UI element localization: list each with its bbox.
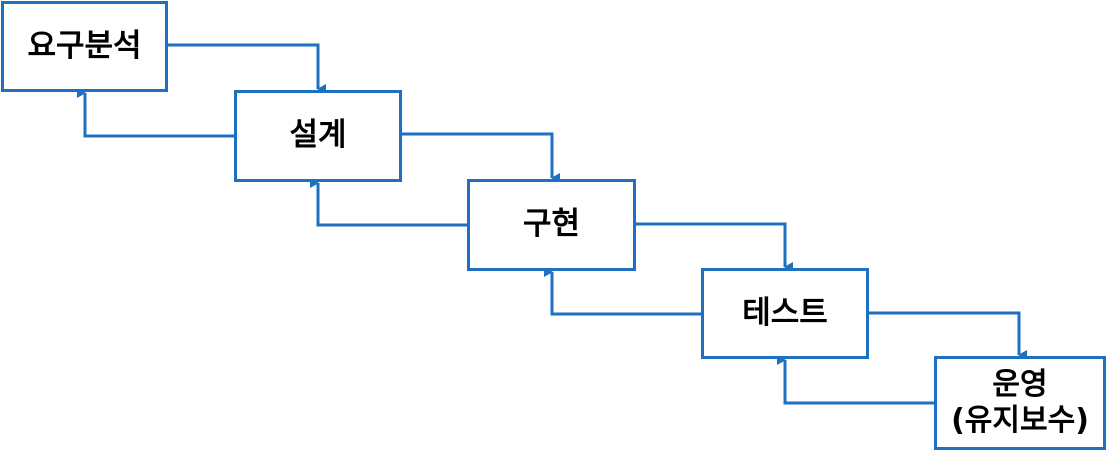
stage-implementation-box: 구현: [467, 179, 636, 271]
stage-implementation-label: 구현: [522, 206, 581, 243]
arrow-design-to-implementation: [402, 132, 560, 183]
stage-test-box: 테스트: [701, 268, 869, 359]
arrow-design-to-requirements: [77, 88, 234, 138]
arrow-implementation-to-design: [310, 178, 467, 227]
arrow-test-to-implementation: [544, 267, 701, 316]
stage-test-label: 테스트: [742, 294, 828, 331]
arrow-implementation-to-test: [636, 222, 793, 272]
stage-operation-label: 운영: [992, 367, 1048, 402]
arrow-requirements-to-design: [168, 43, 326, 94]
stage-operation-sublabel: (유지보수): [951, 403, 1089, 438]
stage-requirements-label: 요구분석: [27, 27, 142, 64]
arrow-operation-to-test: [777, 355, 934, 405]
stage-operation-box: 운영 (유지보수): [934, 356, 1106, 450]
arrow-test-to-operation: [869, 311, 1027, 360]
stage-requirements-box: 요구분석: [1, 1, 168, 92]
stage-design-label: 설계: [289, 117, 347, 154]
stage-design-box: 설계: [234, 90, 402, 182]
